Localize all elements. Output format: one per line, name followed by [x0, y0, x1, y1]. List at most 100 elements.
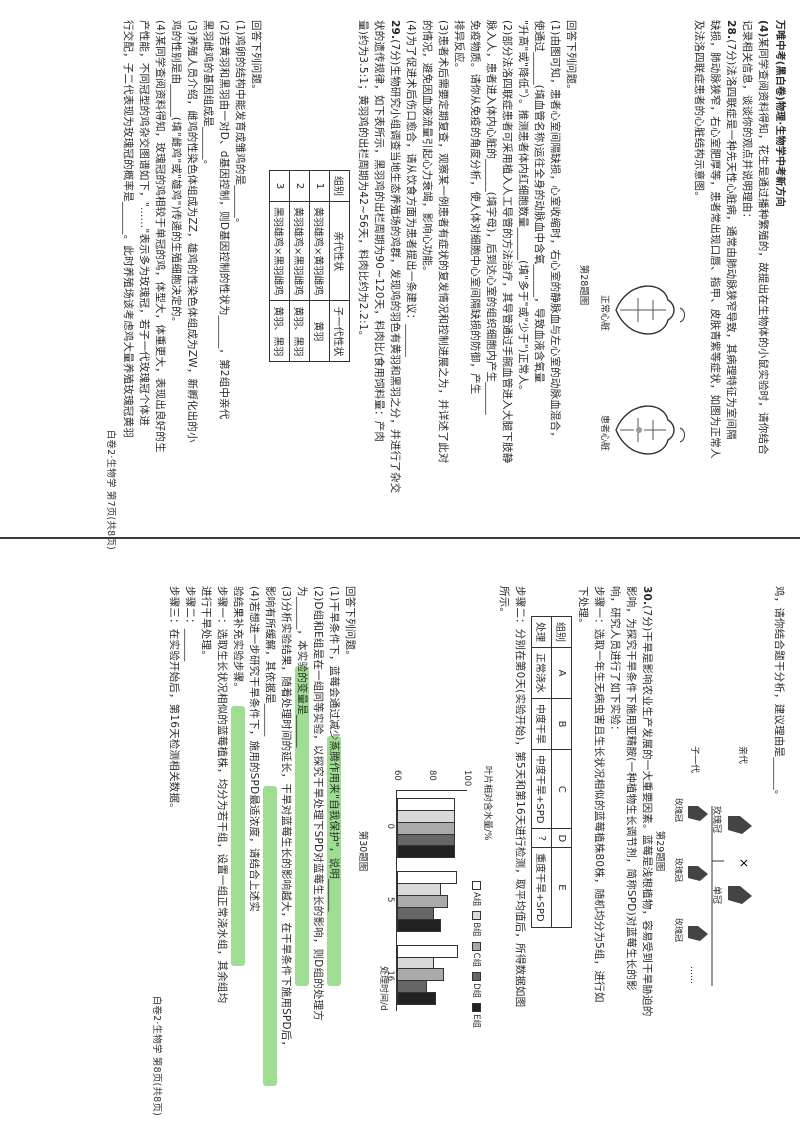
q28-intro-cont: 记录相关信息，谈谈你的观点并说明理由：	[741, 20, 753, 224]
fig29-label: 子一代	[689, 746, 699, 774]
q29-sub3: (3)养殖人员介绍，雌鸡的性染色体组成为ZZ，雄鸡的性染色体组成为ZW，新孵化出…	[186, 20, 198, 443]
exam-page-7: 万唯中考(黑白卷)物理·生物学中考新方向 (4)某同学查阅资料得知，花生是通过播…	[105, 20, 785, 550]
table-row: 3 黑羽雄鸡×黑羽雌鸡 黄羽、黑羽	[269, 170, 290, 362]
cross-sign: ×	[737, 858, 751, 868]
table-cell: 重度干旱+SPD	[531, 847, 552, 928]
q29-sub4b: 产性能，不同冠型的鸡杂交图谱如下，"……"表示多为玫瑰冠，若子一代玫瑰冠个体进	[138, 20, 150, 426]
q30-sub4: (4)若想进一步研究干旱条件下，施用的SPD最适浓度，请结合上述实	[248, 586, 260, 913]
q30-step2: 步骤二：分别在第0天(实验开始)，第5天和第16天进行检测，取平均值后，所得数据…	[514, 586, 526, 1008]
answer-region-30: 回答下列问题。 (1)干旱条件下，蓝莓会通过减少蒸腾作用来"自我保护"，说明__…	[167, 586, 357, 1116]
table-row: 2 黄羽雄鸡×黑羽雌鸡 黄羽、黑羽	[289, 170, 310, 362]
q30-sub1: (1)干旱条件下，蓝莓会通过减少蒸腾作用来"自我保护"，说明______	[328, 586, 340, 912]
q30-stem-3: 响，研究人员进行了如下实验：	[609, 586, 621, 736]
q30-sub4f: 步骤三：在实验开始后，第16天检测相关数据。	[168, 586, 180, 814]
chart-y-tick: 80	[427, 770, 437, 781]
table-cell: 黄羽、黑羽	[289, 300, 310, 362]
legend-swatch	[472, 911, 481, 921]
table-row: 1 黄羽雄鸡×黄羽雌鸡 黄羽	[309, 170, 330, 362]
chart-xlabel: 处理时间/d	[378, 966, 388, 1011]
table-cell: 黄羽雄鸡×黄羽雌鸡	[309, 201, 330, 301]
q30-stem: 30.(7分)干旱是影响农业生产发展的一大重要因素。蓝莓是浅根植物，容易受到干旱…	[641, 586, 653, 1017]
legend-label: C组	[471, 952, 481, 968]
table-cell: 黄羽、黑羽	[269, 300, 290, 362]
fig29-label: 玫瑰冠	[674, 918, 683, 942]
fig30-caption: 第30题图	[357, 830, 368, 872]
legend-label: B组	[471, 922, 481, 937]
legend-label: D组	[471, 983, 481, 999]
rooster-icon-offspring-1	[688, 806, 708, 821]
table-header: 亲代性状	[329, 201, 350, 301]
table-cell: 3	[269, 170, 290, 202]
q28-sub4: (4)为了促进术后伤口愈合，请从饮食方面为患者提出一条建议：______	[405, 20, 417, 358]
q29-sub2b: 黑羽雌鸡的基因组成是______。	[202, 20, 214, 171]
table-cell: 黄羽雄鸡×黑羽雌鸡	[289, 201, 310, 301]
q28-sub3b: 的情况，避免因血液流量引起心力衰竭，影响心功能。	[421, 20, 433, 277]
table-cell: 1	[309, 170, 330, 202]
table-cell: 处理	[531, 616, 552, 648]
q30-sub4b: 验结果补充实验步骤。	[232, 586, 244, 693]
table-header: 组别	[551, 616, 572, 648]
q29-sub1: (1)鸡卵的结构中能发育成雏鸡的是______。	[234, 20, 246, 229]
q30-sub2: (2)D组和E组是在一组同等实验，以探究干旱处理下SPD对蓝莓生长的影响，则D组…	[312, 586, 324, 1022]
q28-sub3: (3)患者术后需要定期复查，观察某一例患者有症状的复发情况和控制进展之为，并详述…	[437, 20, 449, 464]
table-29: 组别 亲代性状 子一代性状 1 黄羽雄鸡×黄羽雌鸡 黄羽 2 黄羽雄鸡×黑羽雌鸡…	[269, 170, 350, 362]
fig29-label: ……	[688, 966, 698, 984]
q28-sub2: (2)部分法洛四联症患者可采用植入人工导管的方法治疗，其导管通过手腕血管进入大腿…	[501, 20, 513, 464]
table-header: B	[551, 698, 572, 750]
table-30: 组别 A B C D E 处理 正常浇水 中度干旱 中度干旱+SPD ? 重度干…	[531, 616, 572, 928]
table-header: A	[551, 647, 572, 699]
fig28-label-normal: 正常心脏	[599, 295, 609, 332]
legend-swatch	[472, 941, 481, 951]
table-header-row: 组别 A B C D E	[551, 616, 572, 928]
q30-sub4d: 进行干旱处理。	[200, 586, 212, 661]
comb-cross-diagram: ×	[688, 806, 752, 986]
legend-label: E组	[471, 1014, 481, 1029]
fig29-label: 单冠	[711, 886, 721, 905]
chart-bar	[397, 992, 436, 1005]
page-divider	[0, 537, 800, 539]
chart-x-tick: 0	[385, 823, 395, 830]
q28-stem: 28.(7分)法洛四联症是一种先天性心脏病，通常由肺动脉狭窄导致，其病理特征为室…	[725, 20, 737, 440]
exam-page-8: 鸡，请你结合题干分析，建议理由是______。 × 亲代 玫瑰冠 单冠 子一代	[0, 566, 800, 1132]
page-header: 万唯中考(黑白卷)物理·生物学中考新方向	[774, 20, 785, 207]
rooster-icon-parent-2	[728, 886, 752, 904]
q28-sub1b: 使通过______(填血管名称)运往全身的动脉血中含氧______，导致血液含氧…	[533, 20, 545, 383]
legend-swatch	[472, 881, 481, 890]
chart-bar	[397, 918, 441, 932]
q28-intro-prev: (4)某同学查阅资料得知，花生是通过播种繁殖的，故提出在生物体的小鼠实验时，请你…	[757, 20, 769, 455]
answer-prompt-29: 回答下列问题。	[250, 20, 262, 95]
page-footer: 白卷2·生物学 第7页(共8页)	[105, 429, 116, 550]
table-cell: 黑羽雄鸡×黑羽雌鸡	[269, 201, 290, 301]
q29-sub2: (2)若黄羽和黑羽由一对D、d基因控制，则D基因控制的性状为______，第2组…	[218, 20, 230, 420]
fig29-label: 玫瑰冠	[674, 858, 683, 882]
q29-sub4: (4)某同学查阅资料得知，玫瑰冠的鸡相较于单冠的鸡，体型大，体重更大，表现出良好…	[154, 20, 166, 453]
table-header: 子一代性状	[329, 300, 350, 362]
q30-sub4e: 步骤二：______	[184, 586, 196, 662]
q28-stem-2: 缺损，肺动脉狭窄，右心室肥厚等，患者常出现口唇、指甲、皮肤青紫等症状，如图为正常…	[709, 20, 721, 459]
table-cell: 中度干旱+SPD	[531, 749, 552, 829]
legend-swatch	[472, 972, 481, 982]
table-header: D	[551, 828, 572, 848]
q30-step1: 步骤一：选取一年生无病虫害且生长状况相似的蓝莓植株80株，随机均分为5组，进行如	[593, 586, 605, 1003]
rooster-icon-offspring-3	[688, 926, 708, 941]
normal-heart-drawing	[615, 285, 685, 335]
page-8-rotated-content: 鸡，请你结合题干分析，建议理由是______。 × 亲代 玫瑰冠 单冠 子一代	[0, 566, 800, 1132]
table-cell: 2	[289, 170, 310, 202]
table-cell: 黄羽	[309, 300, 330, 362]
q29-stem-2: 状的遗传规律，如下表所示，黑羽鸡的出栏周期为90~120天，料肉比(食用饲料量：…	[373, 20, 385, 443]
rooster-icon-offspring-2	[688, 866, 708, 881]
fig29-label: 亲代	[737, 746, 747, 765]
legend-swatch	[472, 1003, 481, 1013]
chart-y-tick: 60	[392, 770, 402, 781]
table-header: C	[551, 749, 572, 829]
q30-stem-2: 影响，为探究干旱条件下施用亚精胺(一种植物生长调节剂，简称SPD)对蓝莓生长的影	[625, 586, 637, 991]
chart-legend: A组B组C组D组E组	[471, 876, 483, 1028]
q28-sub2c: 免疫物质。请你从免疫的角度分析，使人体对细胞中心室间隔缺损的防御，产生	[469, 20, 481, 395]
figure-28: 正常心脏 患者心脏	[596, 20, 688, 550]
q30-sub2b: 为______，本实验的变量是______	[296, 586, 308, 748]
table-cell: 中度干旱	[531, 698, 552, 750]
q28-sub2d: 排异反应。	[453, 20, 465, 74]
chart-bar	[397, 845, 455, 859]
fig29-label: 玫瑰冠	[711, 806, 721, 834]
